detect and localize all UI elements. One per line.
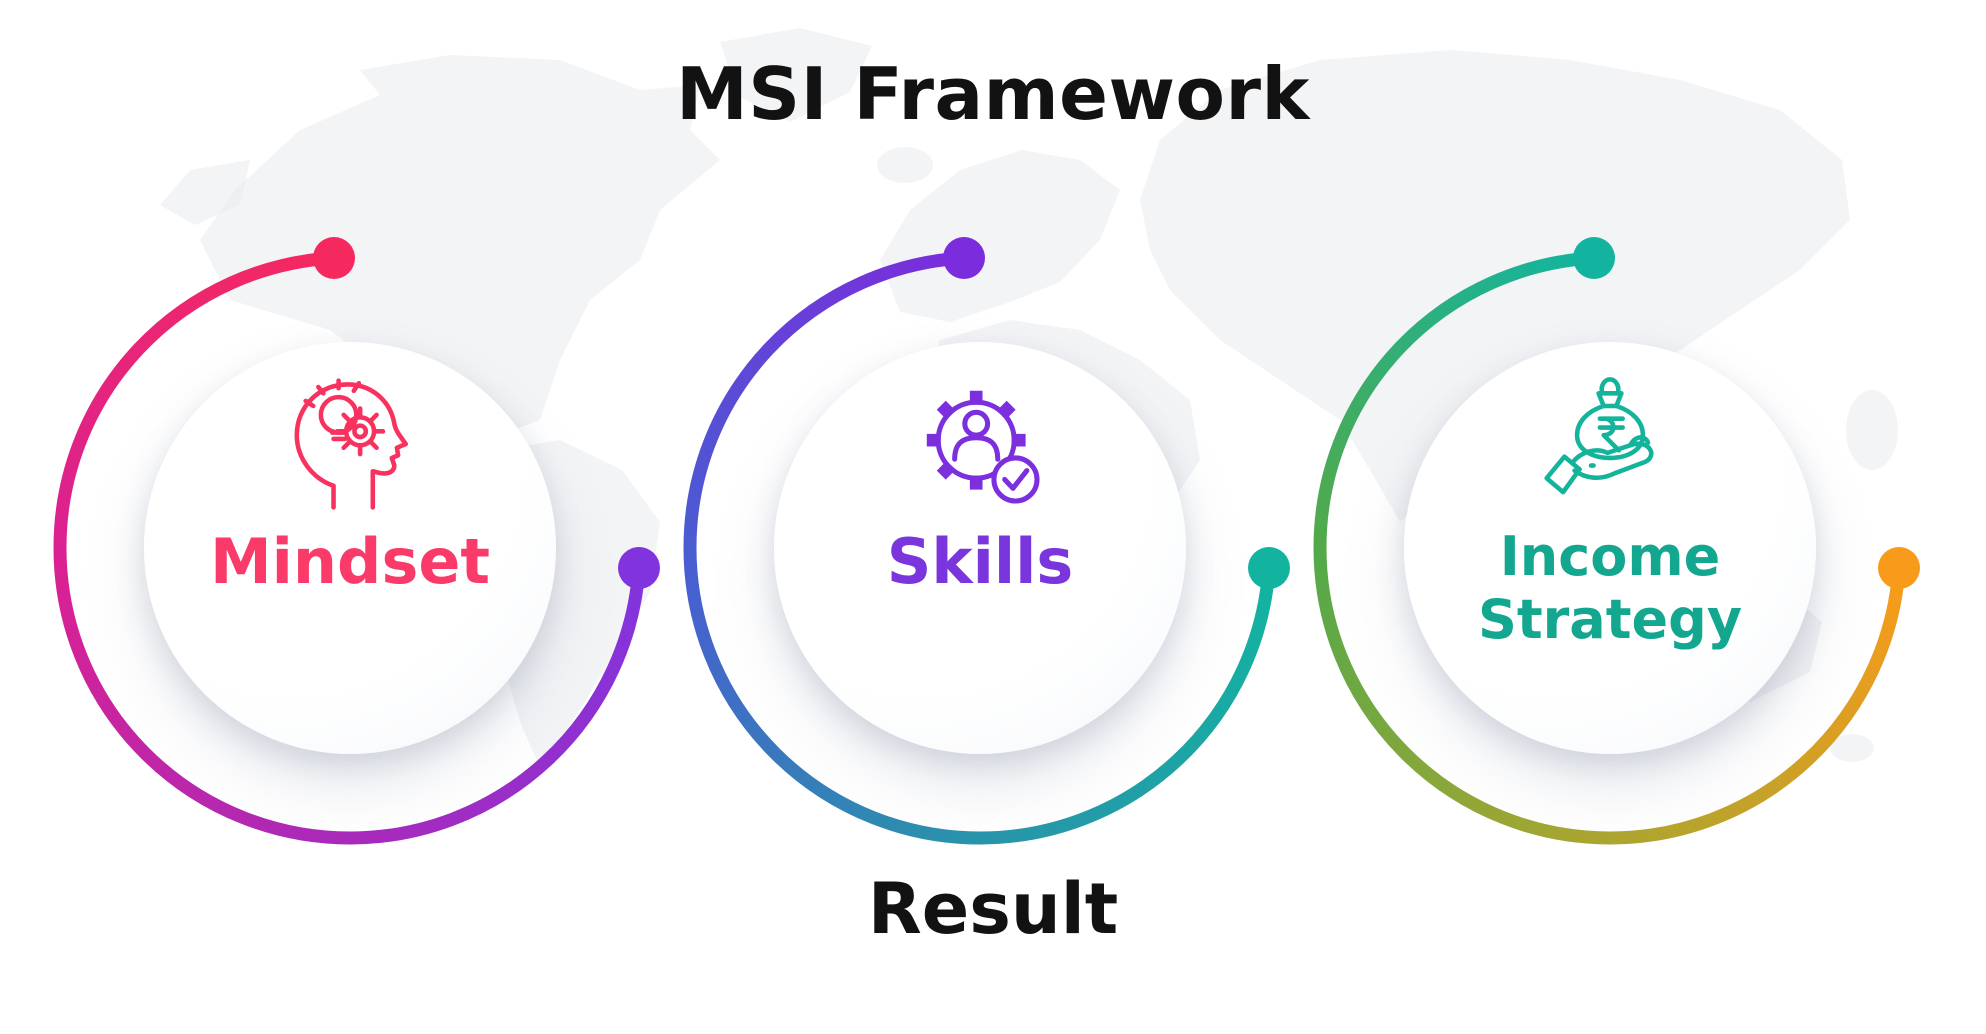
skills-step: Skills	[774, 342, 1186, 754]
mindset-circle	[144, 342, 556, 754]
mindset-step: Mindset	[144, 342, 556, 754]
income-strategy-circle	[1404, 342, 1816, 754]
skills-start-dot	[943, 237, 985, 279]
skills-arc	[683, 251, 1276, 845]
mindset-start-dot	[313, 237, 355, 279]
income-strategy-arc	[1313, 251, 1906, 845]
gear-person-check-icon	[926, 390, 1040, 504]
skills-end-dot	[1248, 547, 1290, 589]
income-strategy-label: Income Strategy	[1477, 525, 1743, 651]
income-strategy-end-dot	[1878, 547, 1920, 589]
hand-money-bag-rupee-icon	[1544, 377, 1654, 495]
head-lightbulb-gear-icon	[294, 378, 409, 510]
mindset-label: Mindset	[209, 525, 491, 598]
page-title: MSI Framework	[676, 52, 1310, 136]
mindset-end-dot	[618, 547, 660, 589]
result-label: Result	[867, 868, 1119, 950]
income-strategy-step: Income Strategy	[1404, 342, 1816, 754]
mindset-arc	[53, 251, 646, 845]
skills-label: Skills	[886, 525, 1074, 598]
income-strategy-start-dot	[1573, 237, 1615, 279]
